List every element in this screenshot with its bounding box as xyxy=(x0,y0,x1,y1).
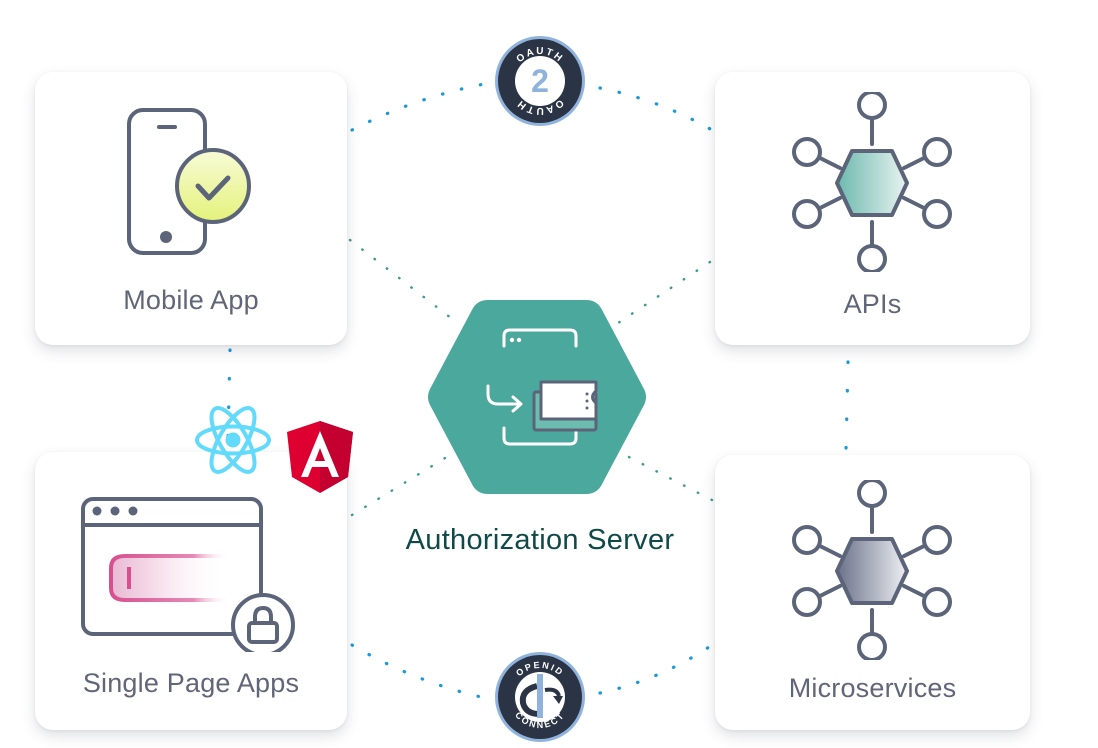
connector-apis-micro xyxy=(844,360,850,452)
smartphone-check-icon xyxy=(127,108,251,255)
angular-logo-icon xyxy=(287,421,353,493)
connector-mobile-oauth xyxy=(350,80,497,132)
node-apis: APIs xyxy=(715,72,1030,345)
connector-oauth-apis xyxy=(598,86,714,132)
authorization-server-label: Authorization Server xyxy=(405,524,675,556)
connector-spa-openid xyxy=(350,643,497,702)
node-microservices: Microservices xyxy=(715,455,1030,730)
browser-lock-icon xyxy=(81,497,295,652)
authorization-server-node xyxy=(428,300,646,494)
node-mobile-app: Mobile App xyxy=(35,72,347,345)
node-label: Microservices xyxy=(788,673,957,703)
node-label: Single Page Apps xyxy=(82,668,300,698)
svg-text:OAUTH: OAUTH xyxy=(515,97,566,116)
oauth-version: 2 xyxy=(531,63,549,99)
token-exchange-icon xyxy=(486,328,598,446)
node-label: Mobile App xyxy=(123,285,259,315)
react-logo-icon xyxy=(195,406,271,474)
node-single-page-apps: Single Page Apps xyxy=(35,452,347,730)
node-label: APIs xyxy=(843,289,902,319)
connector-openid-micro xyxy=(598,643,714,695)
microservice-hub-icon xyxy=(792,480,952,660)
api-hub-icon xyxy=(792,92,952,272)
openid-connect-badge-icon: OPENID CONNECT xyxy=(495,652,585,742)
oauth2-badge-icon: 2 OAUTH OAUTH xyxy=(495,36,585,126)
connector-micro-center xyxy=(623,453,714,502)
oauth-ring-bottom: OAUTH xyxy=(515,97,566,116)
